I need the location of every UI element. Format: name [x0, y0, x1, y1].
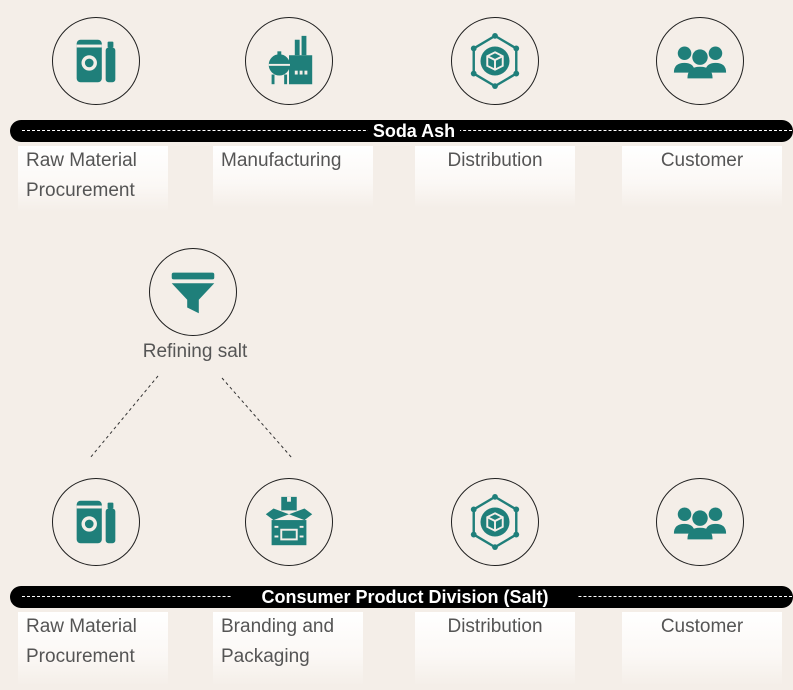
top-card-raw-material: Raw Material Procurement	[18, 146, 168, 212]
bottom-card-distribution: Distribution	[415, 612, 575, 686]
soda-ash-label: Soda Ash	[368, 120, 460, 142]
open-box-icon	[265, 496, 313, 546]
bottom-raw-material-icon-circle	[52, 478, 140, 566]
refining-salt-label: Refining salt	[142, 341, 248, 362]
manufacturing-icon-circle	[245, 17, 333, 105]
raw-material-icon-circle	[52, 17, 140, 105]
customer-icon-circle	[656, 17, 744, 105]
bottom-card-raw-material: Raw Material Procurement	[18, 612, 168, 686]
network-box-icon	[470, 493, 520, 551]
soda-ash-bar: Soda Ash	[10, 120, 793, 142]
bottom-distribution-icon-circle	[451, 478, 539, 566]
people-group-icon	[673, 507, 727, 540]
consumer-product-label: Consumer Product Division (Salt)	[232, 586, 578, 608]
people-group-icon	[673, 46, 727, 79]
branding-icon-circle	[245, 478, 333, 566]
bottom-card-customer: Customer	[622, 612, 782, 686]
bag-bottle-icon	[76, 39, 116, 83]
consumer-product-bar: Consumer Product Division (Salt)	[10, 586, 793, 608]
refining-icon-circle	[149, 248, 237, 336]
bag-bottle-icon	[76, 500, 116, 544]
top-card-distribution: Distribution	[415, 146, 575, 208]
top-card-customer: Customer	[622, 146, 782, 208]
factory-icon	[268, 35, 313, 85]
funnel-icon	[171, 272, 215, 314]
bottom-customer-icon-circle	[656, 478, 744, 566]
top-card-manufacturing: Manufacturing	[213, 146, 373, 208]
network-box-icon	[470, 32, 520, 90]
bottom-card-branding: Branding and Packaging	[213, 612, 363, 686]
distribution-icon-circle	[451, 17, 539, 105]
